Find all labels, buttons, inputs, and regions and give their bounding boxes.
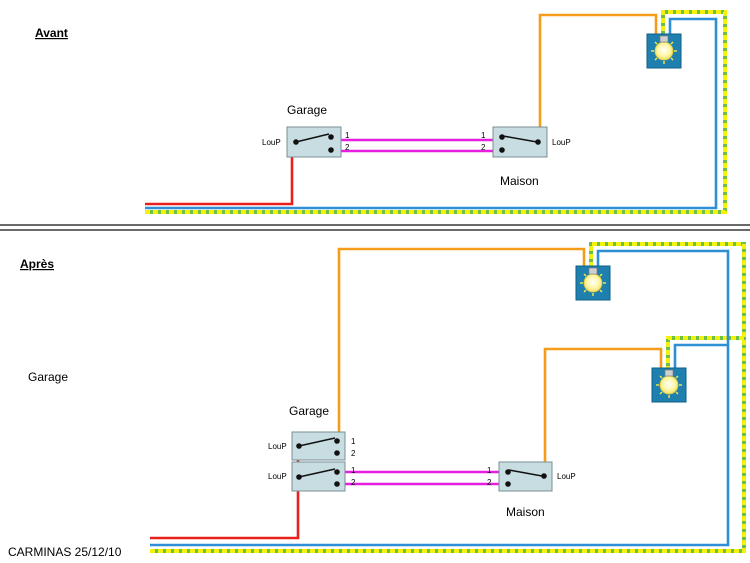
switch-tag-garage-top-after: LouP	[268, 442, 287, 451]
garage-switch-before	[286, 126, 342, 158]
neutral-wire-before	[145, 17, 718, 210]
garage-label-after: Garage	[289, 404, 329, 418]
switch-tag-maison-before: LouP	[552, 138, 571, 147]
lamp-before	[646, 33, 682, 69]
maison-label-after: Maison	[506, 505, 545, 519]
return-wire-before	[538, 13, 658, 139]
phase-wire-before	[145, 143, 294, 206]
terminal-2-garage-before: 2	[345, 143, 350, 152]
terminal-2-maison-before: 2	[481, 143, 486, 152]
lamp-1-after	[575, 265, 611, 301]
earth-wire-after-stripe	[150, 242, 746, 553]
switch-tag-garage-bottom-after: LouP	[268, 472, 287, 481]
lamp-2-after	[651, 367, 687, 403]
return-wire-lamp-2-after	[543, 347, 663, 469]
garage-label-before: Garage	[287, 103, 327, 117]
footer-author-date: CARMINAS 25/12/10	[8, 545, 122, 559]
terminal-2-garage-top-after: 2	[351, 449, 356, 458]
terminal-1-maison-after: 1	[487, 466, 492, 475]
terminal-1-garage-before: 1	[345, 131, 350, 140]
maison-switch-before	[492, 126, 548, 158]
switch-tag-garage-before: LouP	[262, 138, 281, 147]
maison-label-before: Maison	[500, 174, 539, 188]
garage-double-switch-after	[291, 431, 346, 492]
side-garage-label: Garage	[28, 370, 68, 384]
earth-wire-before-stripe	[145, 10, 727, 214]
section-title-after: Après	[20, 257, 54, 271]
neutral-branch-after	[673, 343, 728, 370]
terminal-2-maison-after: 2	[487, 478, 492, 487]
terminal-2-garage-bottom-after: 2	[351, 478, 356, 487]
switch-tag-maison-after: LouP	[557, 472, 576, 481]
return-wire-lamp-1-after	[337, 247, 586, 438]
earth-wire-before	[145, 10, 727, 214]
terminal-1-garage-bottom-after: 1	[351, 466, 356, 475]
section-title-before: Avant	[35, 26, 68, 40]
earth-branch-after-stripe	[666, 336, 744, 370]
earth-branch-after	[666, 336, 744, 370]
terminal-1-maison-before: 1	[481, 131, 486, 140]
terminal-1-garage-top-after: 1	[351, 437, 356, 446]
neutral-wire-after	[150, 249, 730, 547]
maison-switch-after	[498, 461, 553, 492]
